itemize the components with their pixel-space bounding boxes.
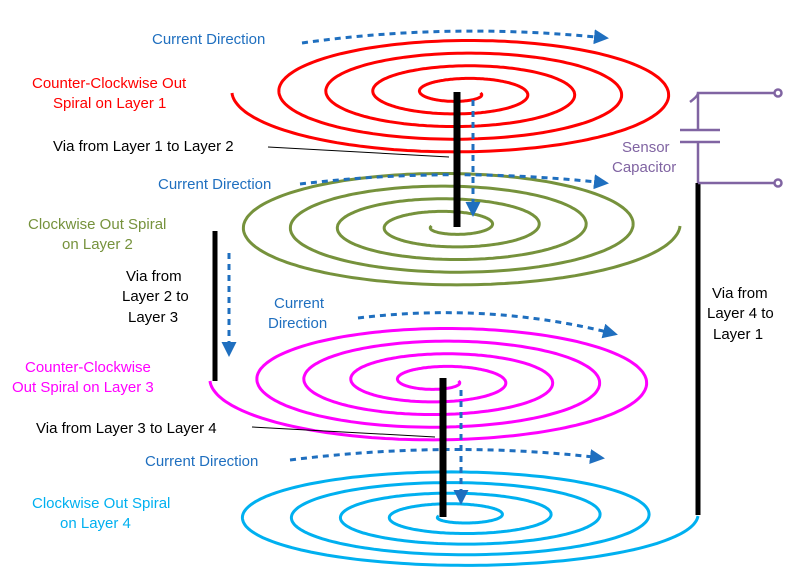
spiral-layer-4 [240,470,700,567]
via-4-1-label-line1: Via from [712,285,768,302]
spiral-path [230,39,671,154]
via-2-3-label-line2: Layer 2 to [122,288,189,305]
layer3-label-line1: Counter-Clockwise [25,359,151,376]
via-4-1-label-line3: Layer 1 [713,326,763,343]
current-direction-arrow-3 [357,311,618,339]
via-2-3-label-line1: Via from [126,268,182,285]
via-4-1-label-line2: Layer 4 to [707,305,774,322]
current-direction-label-3-line2: Direction [268,315,327,332]
current-direction-arrow-4 [289,448,605,465]
sensor-capacitor-label-line1: Sensor [622,139,670,156]
via-2-3-label-line3: Layer 3 [128,309,178,326]
via-3-4-label: Via from Layer 3 to Layer 4 [36,420,217,437]
spiral-layer-1 [230,39,671,154]
sensor-capacitor-label-line2: Capacitor [612,159,676,176]
spiral-layer-2 [241,172,682,287]
spiral-path [240,470,700,567]
current-direction-label-3-line1: Current [274,295,325,312]
spiral-path [208,327,649,442]
spiral-layer-3 [208,327,649,442]
layer1-label-line2: Spiral on Layer 1 [53,95,166,112]
via-1-2-label: Via from Layer 1 to Layer 2 [53,138,234,155]
current-direction-label-4: Current Direction [145,453,258,470]
current-direction-label-1: Current Direction [152,31,265,48]
layer2-label-line2: on Layer 2 [62,236,133,253]
current-direction-arrow-1 [301,29,609,45]
current-direction-arrow-2 [299,173,609,190]
layer3-label-line2: Out Spiral on Layer 3 [12,379,154,396]
layer2-label-line1: Clockwise Out Spiral [28,216,166,233]
current-direction-label-2: Current Direction [158,176,271,193]
layer4-label-line2: on Layer 4 [60,515,131,532]
layer1-label-line1: Counter-Clockwise Out [32,75,187,92]
spiral-path [241,172,682,287]
sensor-capacitor [680,88,783,188]
layer4-label-line1: Clockwise Out Spiral [32,495,170,512]
via-1-2-leader [267,146,450,158]
via-3-4-leader [251,426,436,438]
